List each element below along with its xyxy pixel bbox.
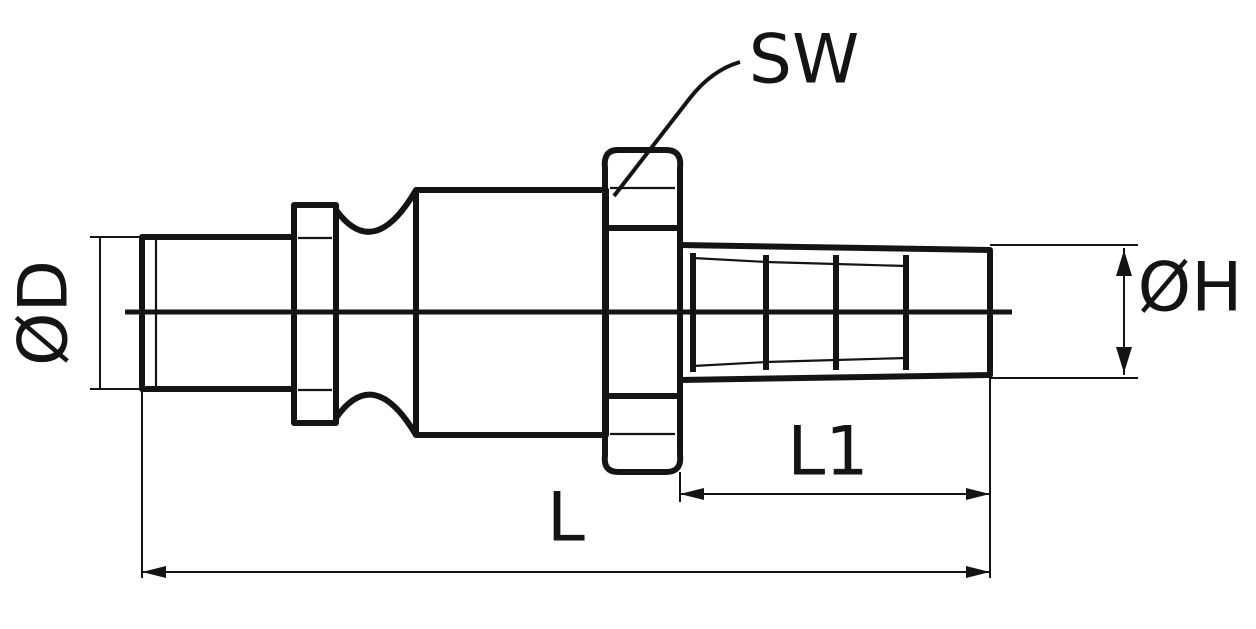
length-l-label: L <box>547 479 585 558</box>
wrench-size-label: SW <box>749 21 859 100</box>
diameter-h-dimension <box>990 244 1138 379</box>
diameter-d-dimension <box>90 236 142 390</box>
groove <box>333 188 419 437</box>
hex-nut <box>601 147 684 475</box>
diameter-d-label: ØD <box>5 260 84 366</box>
length-l1-label: L1 <box>787 413 868 492</box>
length-l-dimension <box>141 389 990 578</box>
wrench-size-leader <box>612 60 741 198</box>
diameter-h-label: ØH <box>1138 249 1243 328</box>
length-l1-dimension <box>679 378 991 578</box>
